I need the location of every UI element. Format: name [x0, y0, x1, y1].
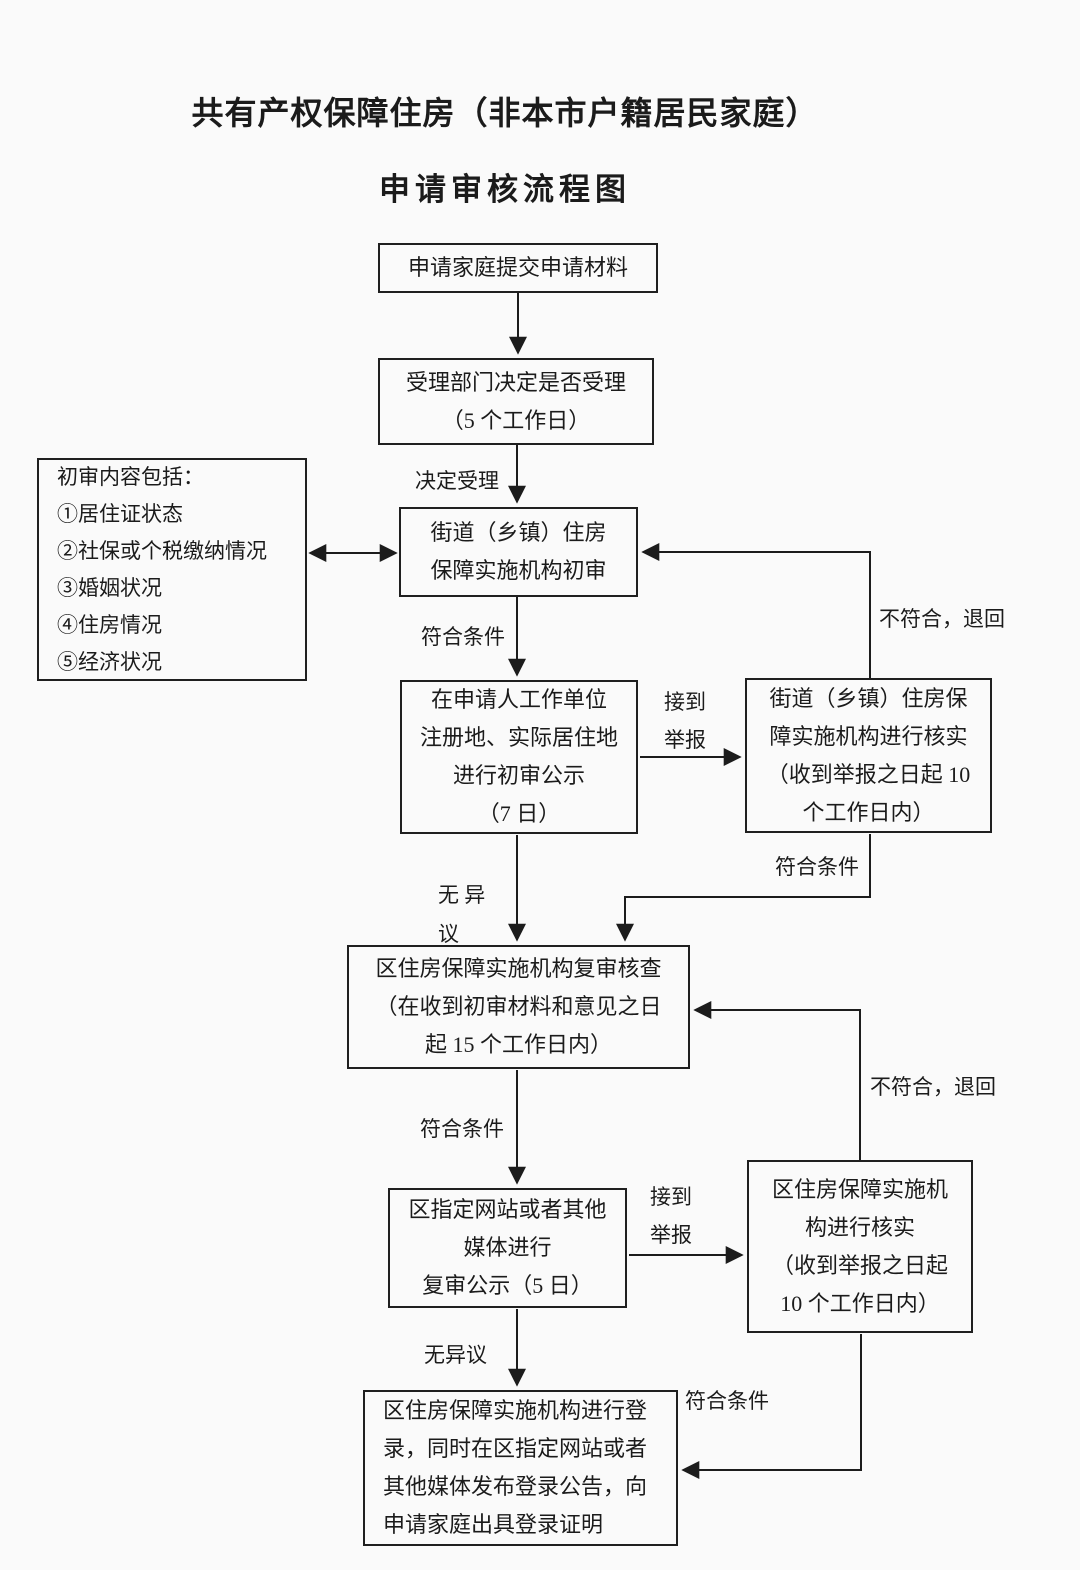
node-initial-review-content: 初审内容包括： ①居住证状态 ②社保或个税缴纳情况 ③婚姻状况 ④住房情况 ⑤经…: [37, 458, 307, 681]
label-decide-accept: 决定受理: [415, 469, 499, 493]
label-meet-conditions-2: 符合条件: [775, 855, 859, 879]
node-street-initial-review: 街道（乡镇）住房 保障实施机构初审: [399, 507, 638, 597]
label-report-received-1: 接到 举报: [664, 690, 706, 752]
node-district-recheck: 区住房保障实施机构复审核查 （在收到初审材料和意见之日 起 15 个工作日内）: [347, 945, 690, 1069]
node-district-verification: 区住房保障实施机 构进行核实 （收到举报之日起 10 个工作日内）: [747, 1160, 973, 1333]
label-report-received-2: 接到 举报: [650, 1185, 692, 1247]
label-meet-conditions-4: 符合条件: [685, 1389, 769, 1413]
label-no-objection-2: 无异议: [424, 1343, 487, 1367]
connector-street-verify-return-to-street: [641, 543, 871, 678]
connector-district-verify-return-to-district: [693, 1001, 861, 1160]
label-meet-conditions-1: 符合条件: [421, 625, 505, 649]
node-street-verification: 街道（乡镇）住房保 障实施机构进行核实 （收到举报之日起 10 个工作日内）: [745, 678, 992, 833]
page-title: 共有产权保障住房（非本市户籍居民家庭）: [191, 95, 819, 131]
node-registration: 区住房保障实施机构进行登 录，同时在区指定网站或者 其他媒体发布登录公告，向 申…: [363, 1390, 678, 1546]
label-meet-conditions-3: 符合条件: [420, 1117, 504, 1141]
page-subtitle: 申请审核流程图: [379, 172, 631, 207]
node-review-publicity: 区指定网站或者其他 媒体进行 复审公示（5 日）: [388, 1188, 627, 1308]
node-initial-publicity: 在申请人工作单位 注册地、实际居住地 进行初审公示 （7 日）: [400, 680, 638, 834]
label-no-objection-1: 无 异 议: [438, 883, 486, 946]
node-acceptance-decision: 受理部门决定是否受理 （5 个工作日）: [378, 358, 654, 445]
label-not-meet-return-2: 不符合，退回: [870, 1075, 996, 1099]
label-not-meet-return-1: 不符合，退回: [879, 607, 1005, 631]
node-submit-application: 申请家庭提交申请材料: [378, 243, 658, 293]
